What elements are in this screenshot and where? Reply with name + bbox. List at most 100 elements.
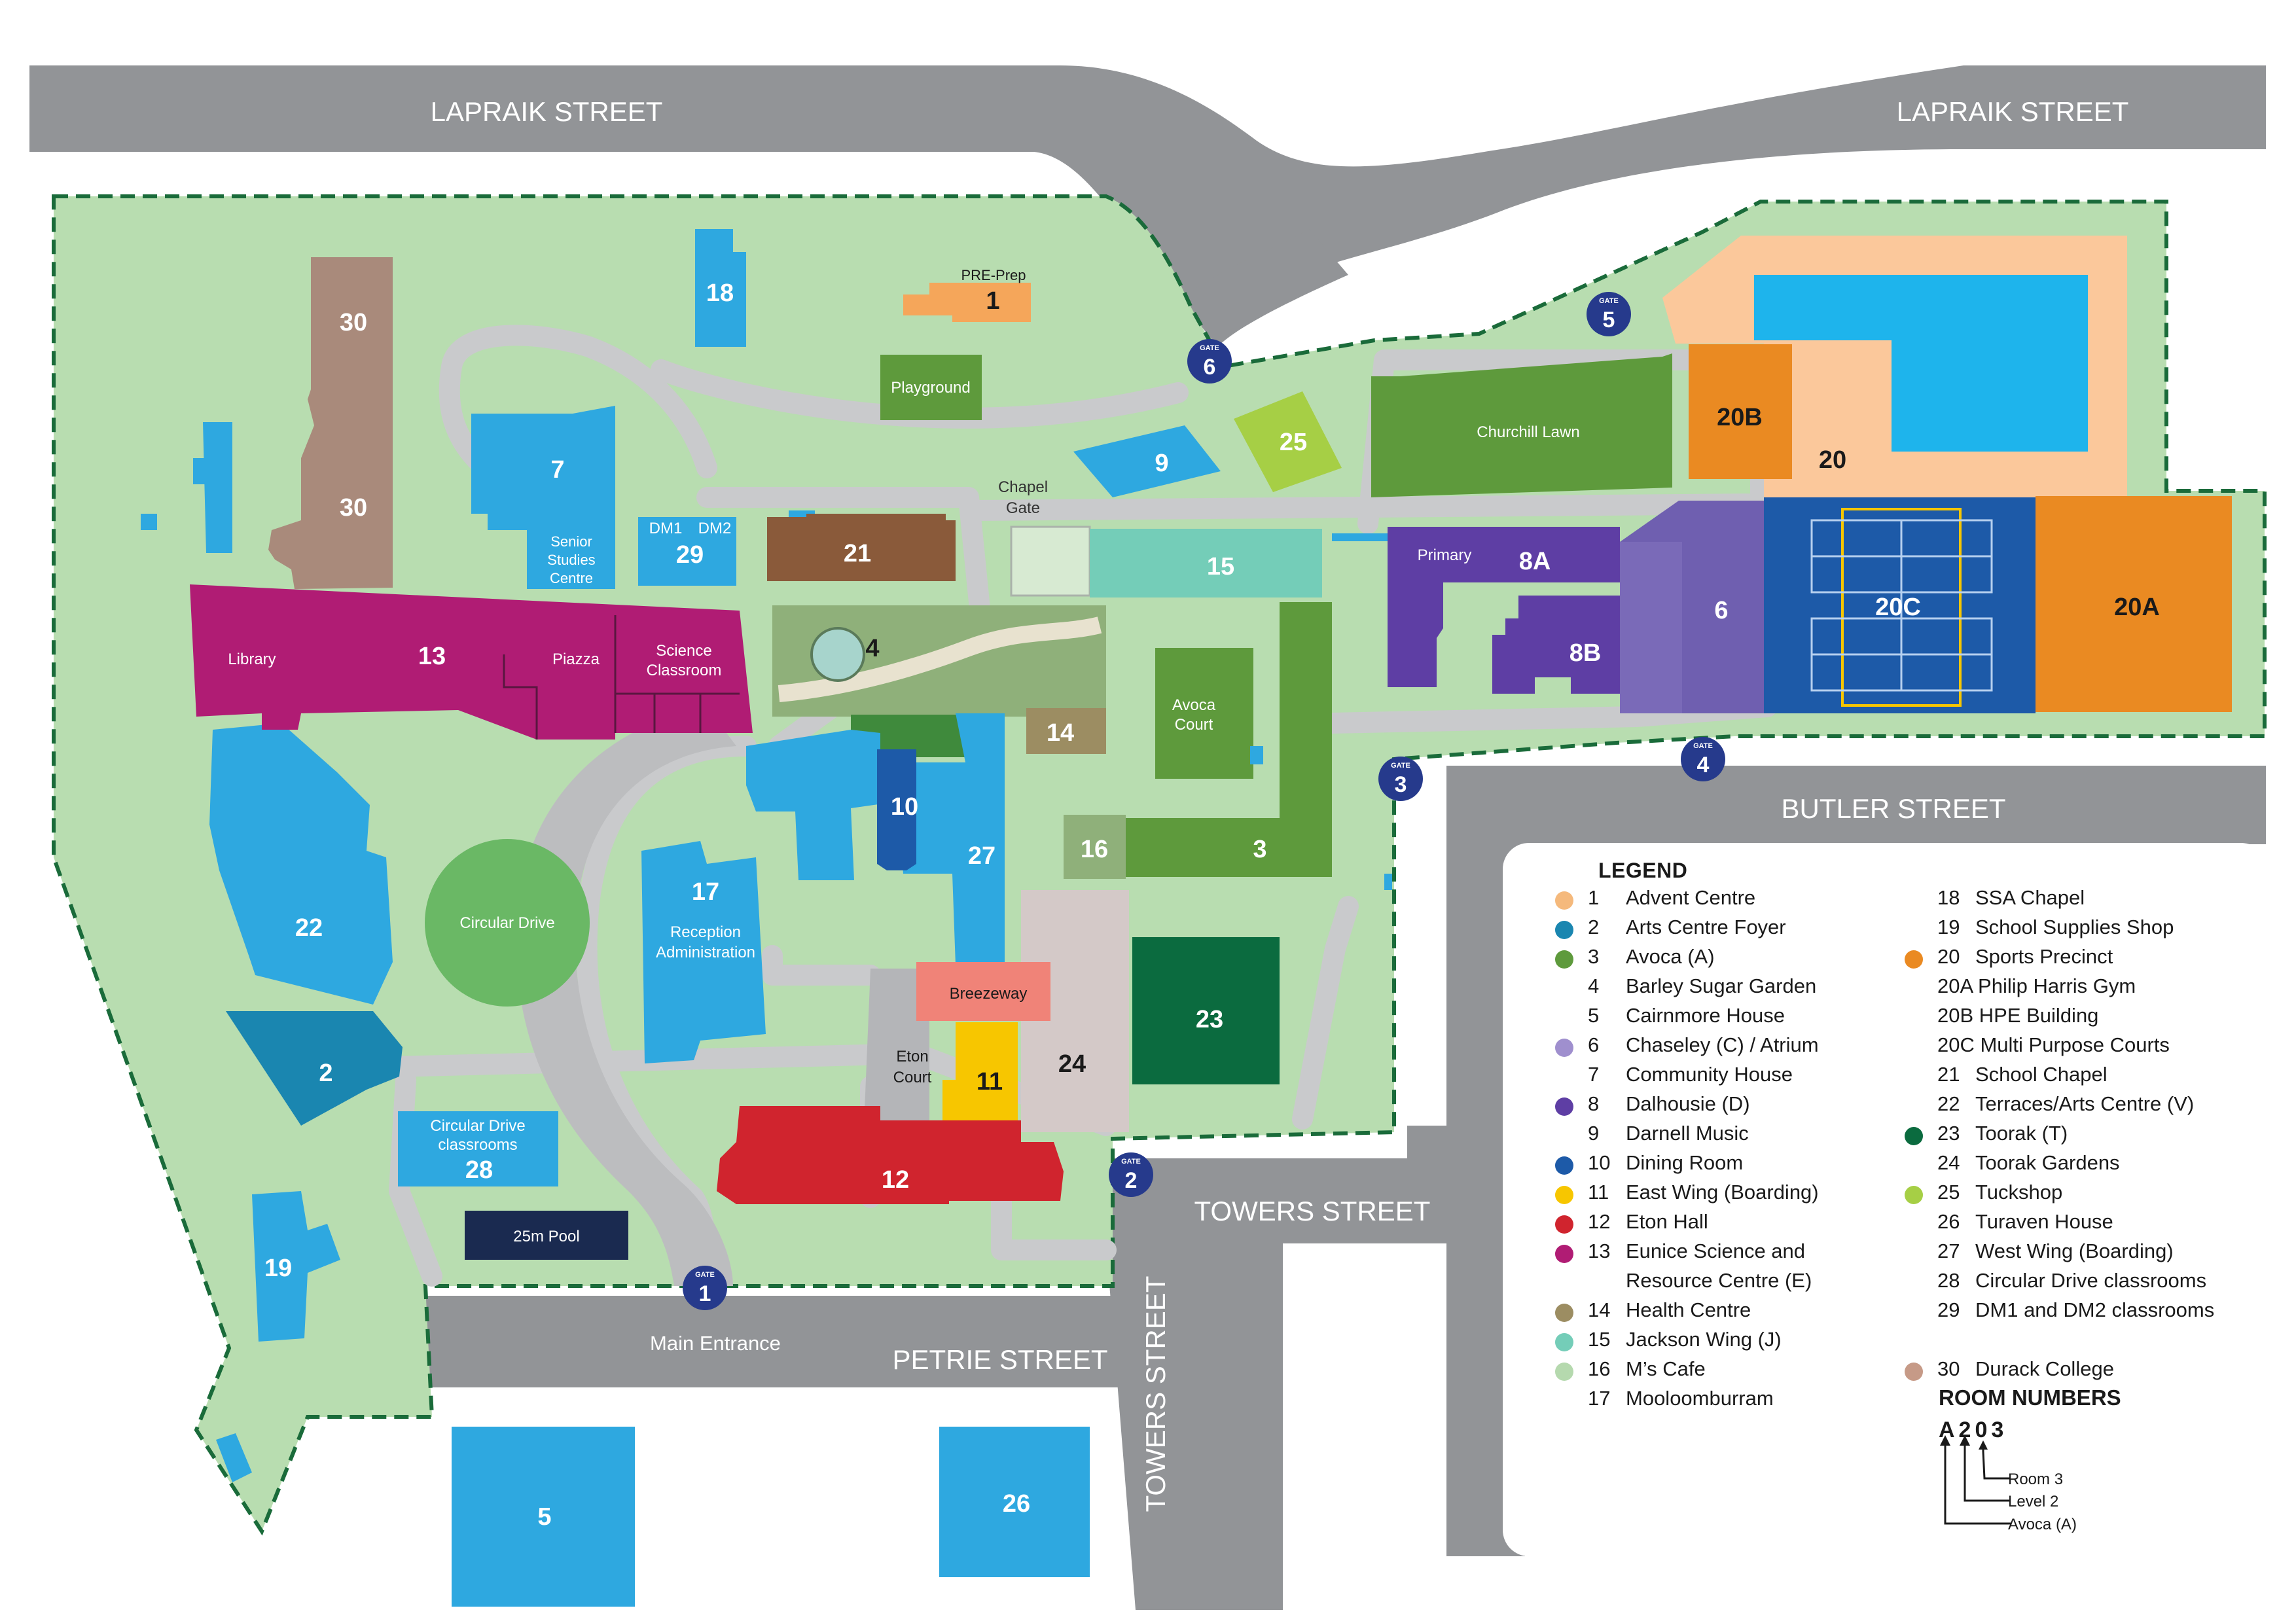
- toorak-23: [1132, 937, 1280, 1084]
- legend-text: Arts Centre Foyer: [1626, 916, 1786, 938]
- gate-number: 5: [1603, 308, 1615, 332]
- label-24: 24: [1058, 1050, 1086, 1078]
- label-playground: Playground: [891, 379, 970, 397]
- legend-title: LEGEND: [1598, 859, 1688, 882]
- legend-text: Mooloomburram: [1626, 1387, 1774, 1410]
- legend-text: East Wing (Boarding): [1626, 1181, 1819, 1204]
- eton-hall-12: [717, 1106, 1064, 1204]
- legend-swatch: [1555, 1245, 1573, 1263]
- legend-number: 30: [1937, 1357, 1960, 1380]
- street-label-petrie: PETRIE STREET: [892, 1344, 1107, 1375]
- legend-text: 20A Philip Harris Gym: [1937, 974, 2136, 997]
- legend-swatch: [1555, 1039, 1573, 1057]
- label-20b: 20B: [1717, 404, 1763, 431]
- gate-2[interactable]: GATE 2: [1109, 1152, 1153, 1197]
- link-b: [1250, 746, 1263, 764]
- legend-number: 1: [1588, 886, 1600, 909]
- gate-number: 6: [1204, 355, 1216, 380]
- legend-text: Avoca (A): [1626, 945, 1715, 968]
- street-label-butler: BUTLER STREET: [1781, 793, 2005, 824]
- street-labels: LAPRAIK STREET LAPRAIK STREET BUTLER STR…: [431, 96, 2129, 1512]
- legend-number: 14: [1588, 1298, 1611, 1321]
- label-8a: 8A: [1519, 548, 1551, 575]
- dalhousie-8b: [1492, 596, 1620, 694]
- legend-text: Health Centre: [1626, 1298, 1751, 1321]
- towers-street-road: [1100, 1126, 1446, 1610]
- name-labels: PRE-Prep Playground Churchill Lawn Chape…: [228, 267, 1579, 1245]
- room-key-level: Level 2: [2008, 1493, 2059, 1510]
- label-dm1: DM1: [649, 520, 683, 537]
- label-pre-prep: PRE-Prep: [961, 267, 1026, 283]
- legend-swatch: [1555, 891, 1573, 910]
- legend-text: Barley Sugar Garden: [1626, 974, 1817, 997]
- label-17: 17: [692, 878, 719, 906]
- legend-swatch: [1555, 1363, 1573, 1381]
- label-22: 22: [295, 914, 323, 942]
- label-11: 11: [977, 1068, 1003, 1096]
- label-6: 6: [1714, 597, 1728, 624]
- label-senior-3: Centre: [550, 570, 593, 586]
- gate-6[interactable]: GATE 6: [1187, 339, 1232, 383]
- legend-number: 15: [1588, 1328, 1611, 1351]
- court-lines: [1841, 508, 1962, 707]
- legend-text: DM1 and DM2 classrooms: [1975, 1298, 2215, 1321]
- label-30b: 30: [340, 494, 367, 522]
- label-7: 7: [550, 456, 564, 484]
- legend-number: 9: [1588, 1122, 1600, 1145]
- label-science-2: Classroom: [647, 662, 722, 679]
- legend-number: 19: [1937, 916, 1960, 938]
- label-15: 15: [1207, 553, 1234, 580]
- legend-number: 5: [1588, 1004, 1600, 1027]
- legend-number: 4: [1588, 974, 1600, 997]
- link-a: [1332, 533, 1391, 541]
- swimming-pool-2: [1892, 275, 2088, 452]
- legend-swatch: [1905, 950, 1923, 969]
- jackson-wing-15: [1090, 529, 1322, 597]
- gate-word: GATE: [1391, 762, 1410, 770]
- legend-text: Terraces/Arts Centre (V): [1975, 1092, 2195, 1115]
- label-chapel-gate-2: Gate: [1006, 499, 1040, 517]
- legend-swatch: [1905, 1186, 1923, 1204]
- legend-number: 11: [1588, 1181, 1609, 1204]
- petrie-street-road: [425, 1296, 1132, 1387]
- legend-number: 21: [1937, 1063, 1960, 1086]
- legend-swatch: [1555, 1333, 1573, 1351]
- gate-word: GATE: [1599, 297, 1619, 305]
- legend-number: 13: [1588, 1240, 1611, 1262]
- label-27: 27: [968, 842, 996, 870]
- legend-text: School Supplies Shop: [1975, 916, 2174, 938]
- label-cd-classrooms-1: Circular Drive: [430, 1117, 525, 1135]
- legend-number: 29: [1937, 1298, 1960, 1321]
- pool-25m: [465, 1211, 628, 1260]
- legend-text: Sports Precinct: [1975, 945, 2113, 968]
- small-block-left-2: [193, 458, 206, 484]
- label-28: 28: [465, 1156, 493, 1184]
- playground: [880, 355, 982, 420]
- label-churchill-lawn: Churchill Lawn: [1477, 423, 1579, 441]
- legend-number: 16: [1588, 1357, 1611, 1380]
- small-block-left: [203, 422, 232, 553]
- churchill-lawn: [1371, 353, 1672, 497]
- avoca-3: [1126, 602, 1332, 877]
- legend-text: 20B HPE Building: [1937, 1004, 2099, 1027]
- label-science-1: Science: [656, 642, 711, 660]
- label-4: 4: [865, 635, 879, 662]
- legend-number: 24: [1937, 1151, 1960, 1174]
- legend-number: 3: [1588, 945, 1600, 968]
- label-23: 23: [1196, 1006, 1223, 1033]
- circular-drive-classrooms-28: [398, 1111, 558, 1186]
- label-2: 2: [319, 1060, 332, 1087]
- multi-purpose-courts-20c: [1764, 497, 2036, 713]
- label-breezeway: Breezeway: [950, 985, 1028, 1003]
- legend-text: Eunice Science and: [1626, 1240, 1806, 1262]
- small-block-bottom-left: [216, 1433, 252, 1482]
- label-26: 26: [1003, 1490, 1030, 1518]
- gate-1[interactable]: GATE 1: [683, 1266, 727, 1310]
- label-12: 12: [882, 1166, 909, 1194]
- legend-text: School Chapel: [1975, 1063, 2108, 1086]
- lapraik-branch-road: [1181, 229, 1348, 347]
- legend-swatch: [1555, 1215, 1573, 1234]
- gate-3[interactable]: GATE 3: [1378, 757, 1423, 801]
- gate-4[interactable]: GATE 4: [1681, 737, 1725, 781]
- gate-5[interactable]: GATE 5: [1587, 292, 1631, 336]
